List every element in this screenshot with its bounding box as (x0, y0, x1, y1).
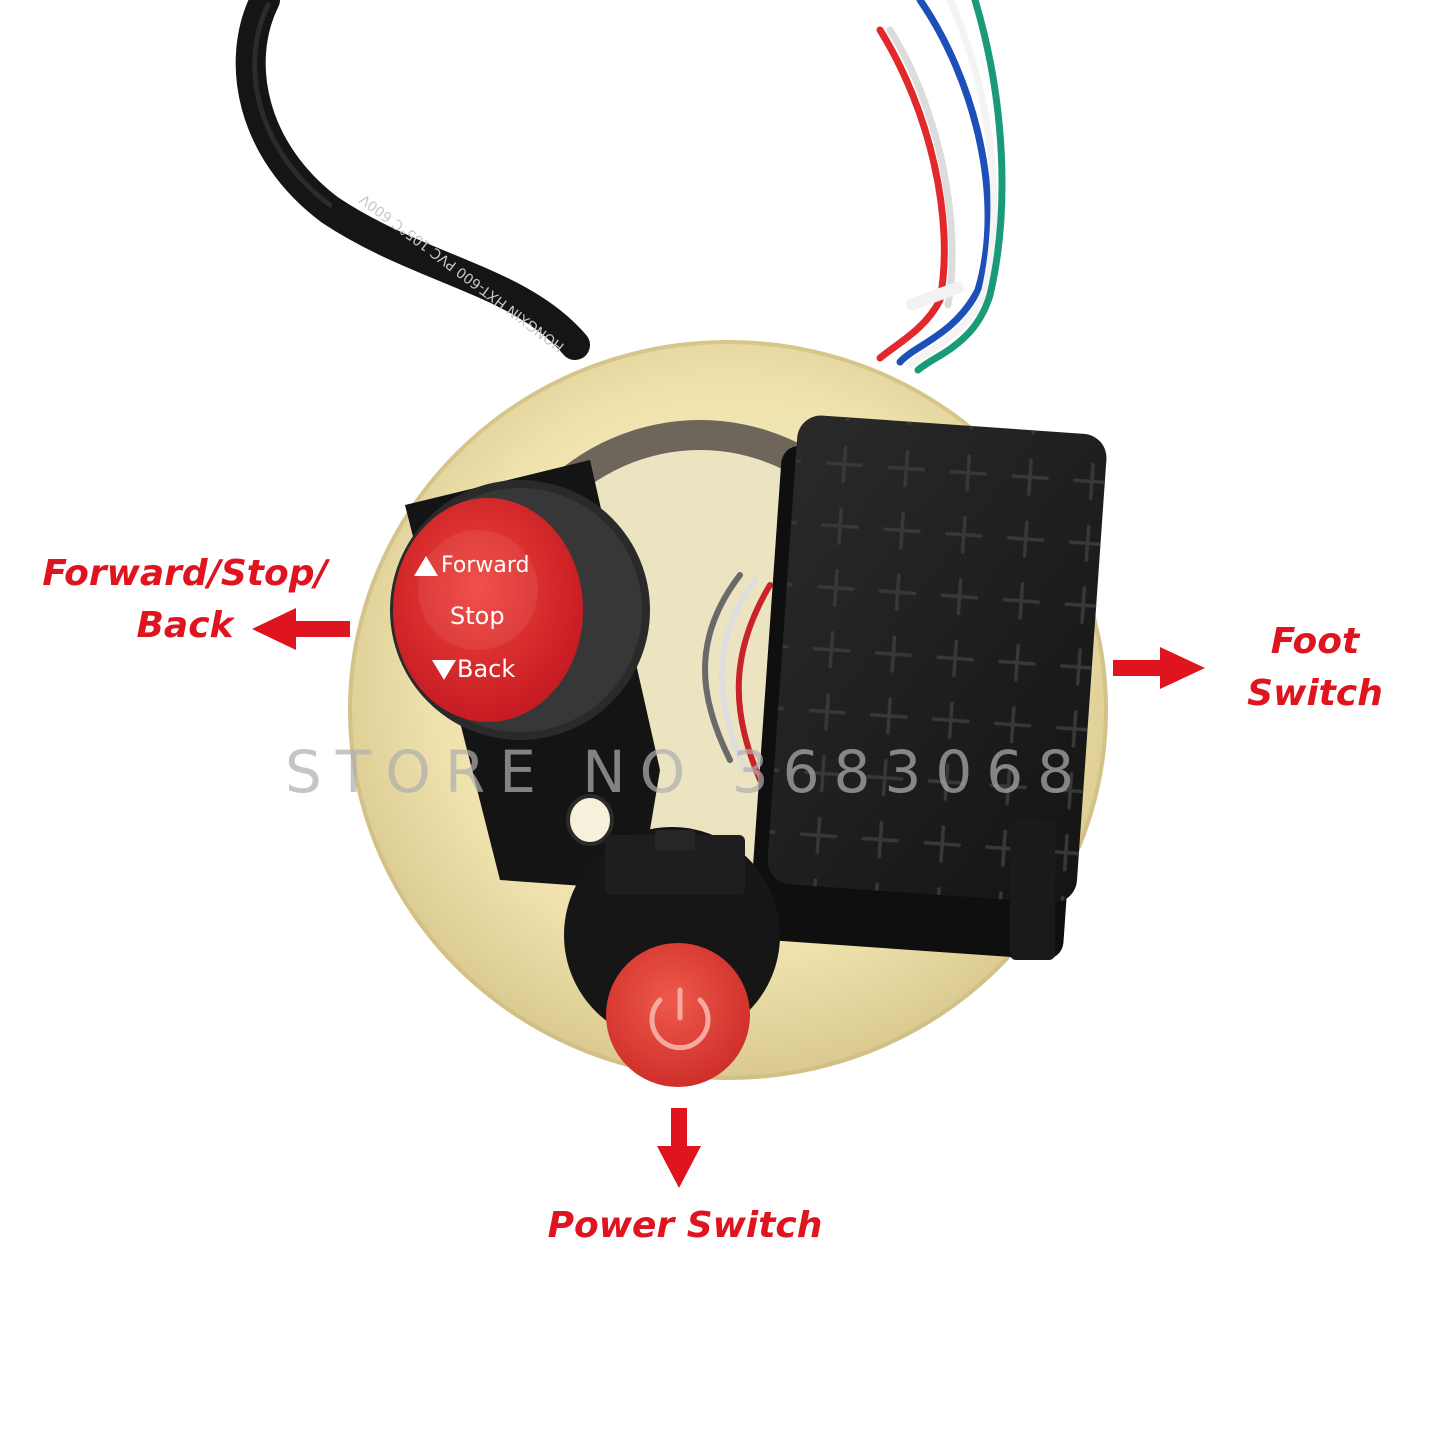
back-label: Back (457, 655, 515, 683)
direction-switch-label: Forward/Stop/ Back (20, 548, 350, 652)
store-watermark: STORE NO 3683068 (285, 738, 1089, 806)
direction-label-line1: Forward/Stop/ (42, 553, 328, 594)
foot-label-line2: Switch (1247, 673, 1383, 714)
power-icon (649, 987, 711, 1051)
arrow-down-icon (657, 1108, 701, 1188)
power-switch[interactable] (564, 827, 780, 1087)
wire-bundle (876, 0, 1006, 374)
cable-tie (906, 281, 964, 311)
direction-label-line2: Back (136, 605, 234, 646)
foot-label-line1: Foot (1270, 621, 1360, 662)
foot-pedal[interactable] (748, 414, 1108, 961)
direction-switch-button[interactable]: Forward Stop Back (393, 498, 583, 722)
inner-wires (702, 572, 773, 783)
back-arrow-icon (432, 660, 456, 680)
power-switch-label: Power Switch (547, 1205, 823, 1246)
arrow-left-icon (252, 608, 350, 650)
cable-print: HONGXIN HXT-600 PVC 105°C 600V (357, 190, 568, 354)
stop-label: Stop (450, 602, 505, 630)
forward-label: Forward (441, 553, 529, 578)
foot-switch-label: Foot Switch (1225, 616, 1405, 720)
main-cable (235, 0, 590, 360)
arrow-right-icon (1113, 647, 1205, 689)
bracket-hole (566, 794, 614, 846)
forward-arrow-icon (414, 556, 438, 576)
